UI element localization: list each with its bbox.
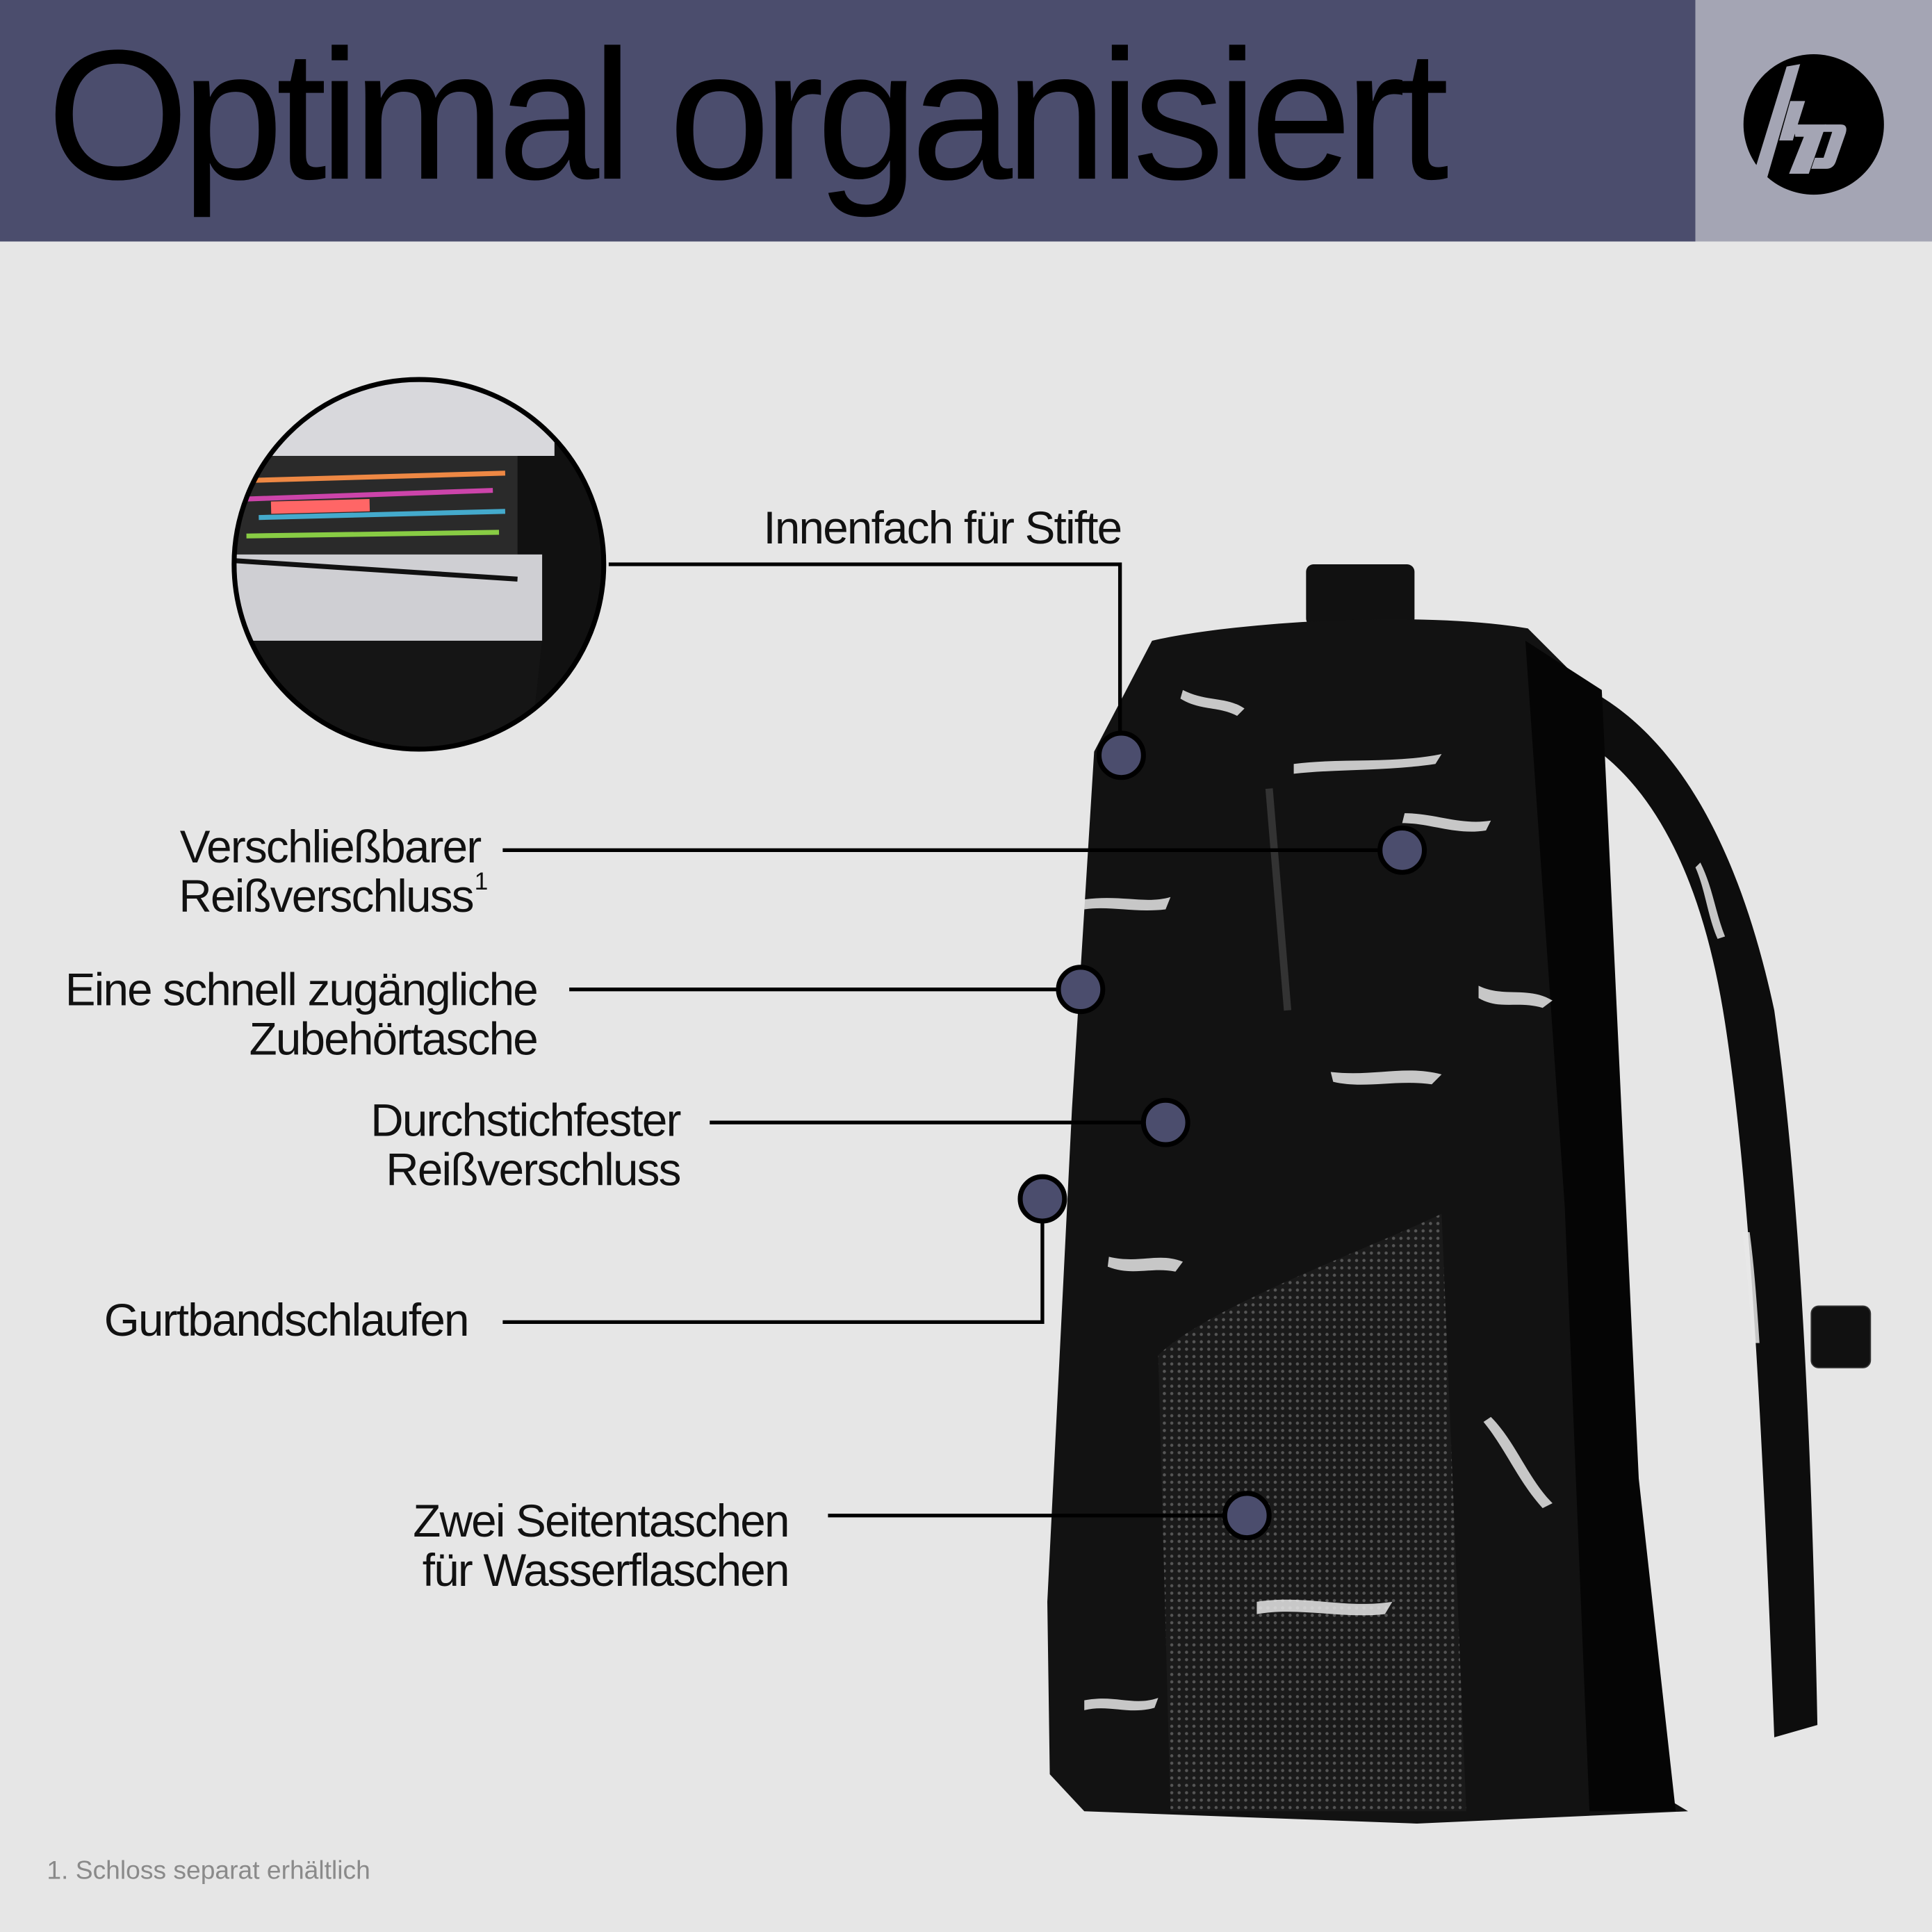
label-puncture-zipper-2: Reißverschluss <box>386 1145 680 1195</box>
marker-puncture-zipper <box>1140 1097 1190 1147</box>
footnote: 1. Schloss separat erhältlich <box>47 1856 370 1885</box>
page-title: Optimal organisiert <box>47 12 1449 219</box>
label-lockable-zipper-2: Reißverschluss <box>179 871 473 922</box>
callout-line-pen-pocket <box>608 562 1122 739</box>
marker-side-pockets <box>1222 1491 1272 1541</box>
marker-lockable-zipper <box>1377 825 1427 875</box>
hp-logo <box>1743 54 1884 195</box>
marker-accessory-pocket <box>1056 965 1106 1015</box>
header-band <box>0 0 1696 242</box>
backpack-image <box>1047 564 1872 1824</box>
label-lockable-zipper-1: Verschließbarer <box>180 821 482 872</box>
footnote-marker: 1 <box>475 867 487 895</box>
label-accessory-pocket-1: Eine schnell zugängliche <box>65 965 537 1015</box>
label-webbing-loops: Gurtbandschlaufen <box>104 1295 468 1345</box>
label-side-pockets-2: für Wasserflaschen <box>423 1545 789 1596</box>
pen-pocket-inset <box>231 377 607 752</box>
marker-pen-pocket <box>1096 730 1146 780</box>
marker-webbing-loops <box>1017 1174 1067 1224</box>
label-accessory-pocket-2: Zubehörtasche <box>249 1014 537 1065</box>
label-side-pockets-1: Zwei Seitentaschen <box>413 1496 788 1546</box>
label-pen-pocket: Innenfach für Stifte <box>763 502 1121 553</box>
label-puncture-zipper-1: Durchstichfester <box>370 1095 680 1146</box>
callout-line-webbing-loops <box>502 1220 1045 1325</box>
